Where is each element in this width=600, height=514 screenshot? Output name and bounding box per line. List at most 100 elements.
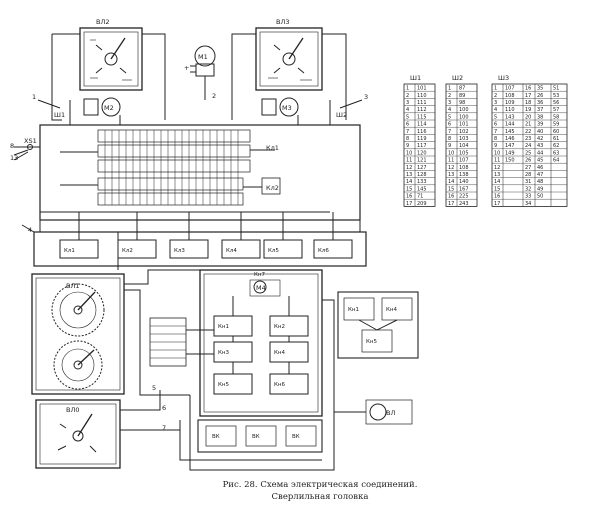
table-cell: 22 [525, 129, 531, 135]
table-cell: 225 [459, 194, 469, 200]
table-cell: 146 [505, 136, 515, 142]
panel-label-5: Кн5 [218, 382, 230, 388]
table-cell: 20 [525, 114, 531, 120]
switch-label-5: Кл5 [268, 248, 279, 254]
table-cell: 33 [525, 194, 531, 200]
table-cell: 9 [406, 143, 409, 149]
harness-frame [39, 124, 361, 221]
table-cell: 6 [406, 122, 409, 128]
table-cell: 7 [494, 129, 497, 135]
table-frame [445, 83, 478, 207]
table-cell: 60 [553, 129, 559, 135]
table-cell: 14 [448, 179, 454, 185]
table-title: Ш2 [452, 74, 463, 82]
table-cell: 112 [417, 107, 427, 113]
table-cell: 98 [459, 100, 465, 106]
dial-upper [51, 283, 105, 337]
table-cell: 12 [494, 165, 500, 171]
label-wire-7: 7 [162, 424, 166, 432]
table-cell: 133 [417, 179, 427, 185]
table-cell: 25 [525, 150, 531, 156]
label-wire-4: 4 [28, 226, 32, 234]
table-cell: 16 [448, 194, 454, 200]
table-cell: 10 [406, 150, 412, 156]
table-cell: 111 [417, 100, 427, 106]
table-cell: 140 [459, 179, 469, 185]
meter-top-left [79, 27, 143, 91]
motor-right-circle [279, 97, 299, 117]
table-cell: 15 [406, 186, 412, 192]
table-cell: 51 [553, 86, 559, 92]
label-wire-3: 3 [364, 93, 368, 101]
table-frame [403, 83, 436, 207]
table-cell: 114 [417, 122, 427, 128]
table-cell: 36 [537, 100, 543, 106]
table-cell: 18 [525, 100, 531, 106]
table-cell: 101 [459, 122, 469, 128]
table-cell: 63 [553, 150, 559, 156]
table-cell: 43 [537, 143, 543, 149]
table-cell: 61 [553, 136, 559, 142]
table-cell: 13 [406, 172, 412, 178]
table-cell: 24 [525, 143, 531, 149]
table-cell: 7 [448, 129, 451, 135]
table-cell: 145 [417, 186, 427, 192]
table-cell: 4 [406, 107, 409, 113]
table-cell: 17 [406, 201, 412, 207]
label-motor-top: М1 [198, 53, 208, 61]
table-cell: 13 [494, 172, 500, 178]
panel-label-6: Кн6 [274, 382, 286, 388]
label-plus: + [184, 64, 189, 72]
switch-row [59, 212, 353, 259]
table-cell: 57 [553, 107, 559, 113]
bottom-box-label-2: ВК [252, 434, 260, 440]
label-meter-big: ВЛ1 [66, 282, 79, 290]
caption-line-1: Рис. 28. Схема электрическая соединений. [222, 480, 418, 490]
table-title: Ш3 [498, 74, 509, 82]
table-cell: 108 [459, 165, 469, 171]
table-cell: 12 [448, 165, 454, 171]
label-meter-top-right: ВЛ3 [276, 18, 289, 26]
table-cell: 38 [537, 114, 543, 120]
panel-label-4: Кн4 [274, 350, 286, 356]
table-cell: 44 [537, 150, 543, 156]
table-cell: 23 [525, 136, 531, 142]
table-cell: 53 [553, 93, 559, 99]
table-cell: 59 [553, 122, 559, 128]
switch-label-4: Кл4 [226, 248, 237, 254]
control-box [199, 269, 323, 417]
table-cell: 1 [448, 86, 451, 92]
table-cell: 56 [553, 100, 559, 106]
label-relay-1: Кл1 [266, 144, 279, 152]
table-cell: 9 [448, 143, 451, 149]
table-cell: 120 [417, 150, 427, 156]
table-cell: 11 [406, 158, 412, 164]
table-cell: 110 [417, 93, 427, 99]
table-cell: 209 [417, 201, 427, 207]
table-cell: 103 [459, 136, 469, 142]
table-cell: 138 [459, 172, 469, 178]
table-cell: 5 [494, 114, 497, 120]
table-cell: 108 [505, 93, 515, 99]
panel-label-3: Кн3 [218, 350, 230, 356]
right-small-label-3: Кн5 [366, 339, 378, 345]
table-cell: 8 [406, 136, 409, 142]
switch-strip [33, 231, 367, 267]
table-cell: 49 [537, 186, 543, 192]
table-cell: 39 [537, 122, 543, 128]
table-cell: 1 [494, 86, 497, 92]
table-cell: 13 [448, 172, 454, 178]
table-cell: 109 [505, 100, 515, 106]
motor-left-circle [101, 97, 121, 117]
table-title: Ш1 [410, 74, 421, 82]
label-wire-2: 2 [212, 92, 216, 100]
right-small-label-2: Кн4 [386, 307, 398, 313]
table-cell: 3 [406, 100, 409, 106]
label-wire-6: 6 [162, 404, 166, 412]
table-cell: 17 [525, 93, 531, 99]
table-cell: 27 [525, 165, 531, 171]
table-cell: 40 [537, 129, 543, 135]
table-cell: 14 [494, 179, 500, 185]
